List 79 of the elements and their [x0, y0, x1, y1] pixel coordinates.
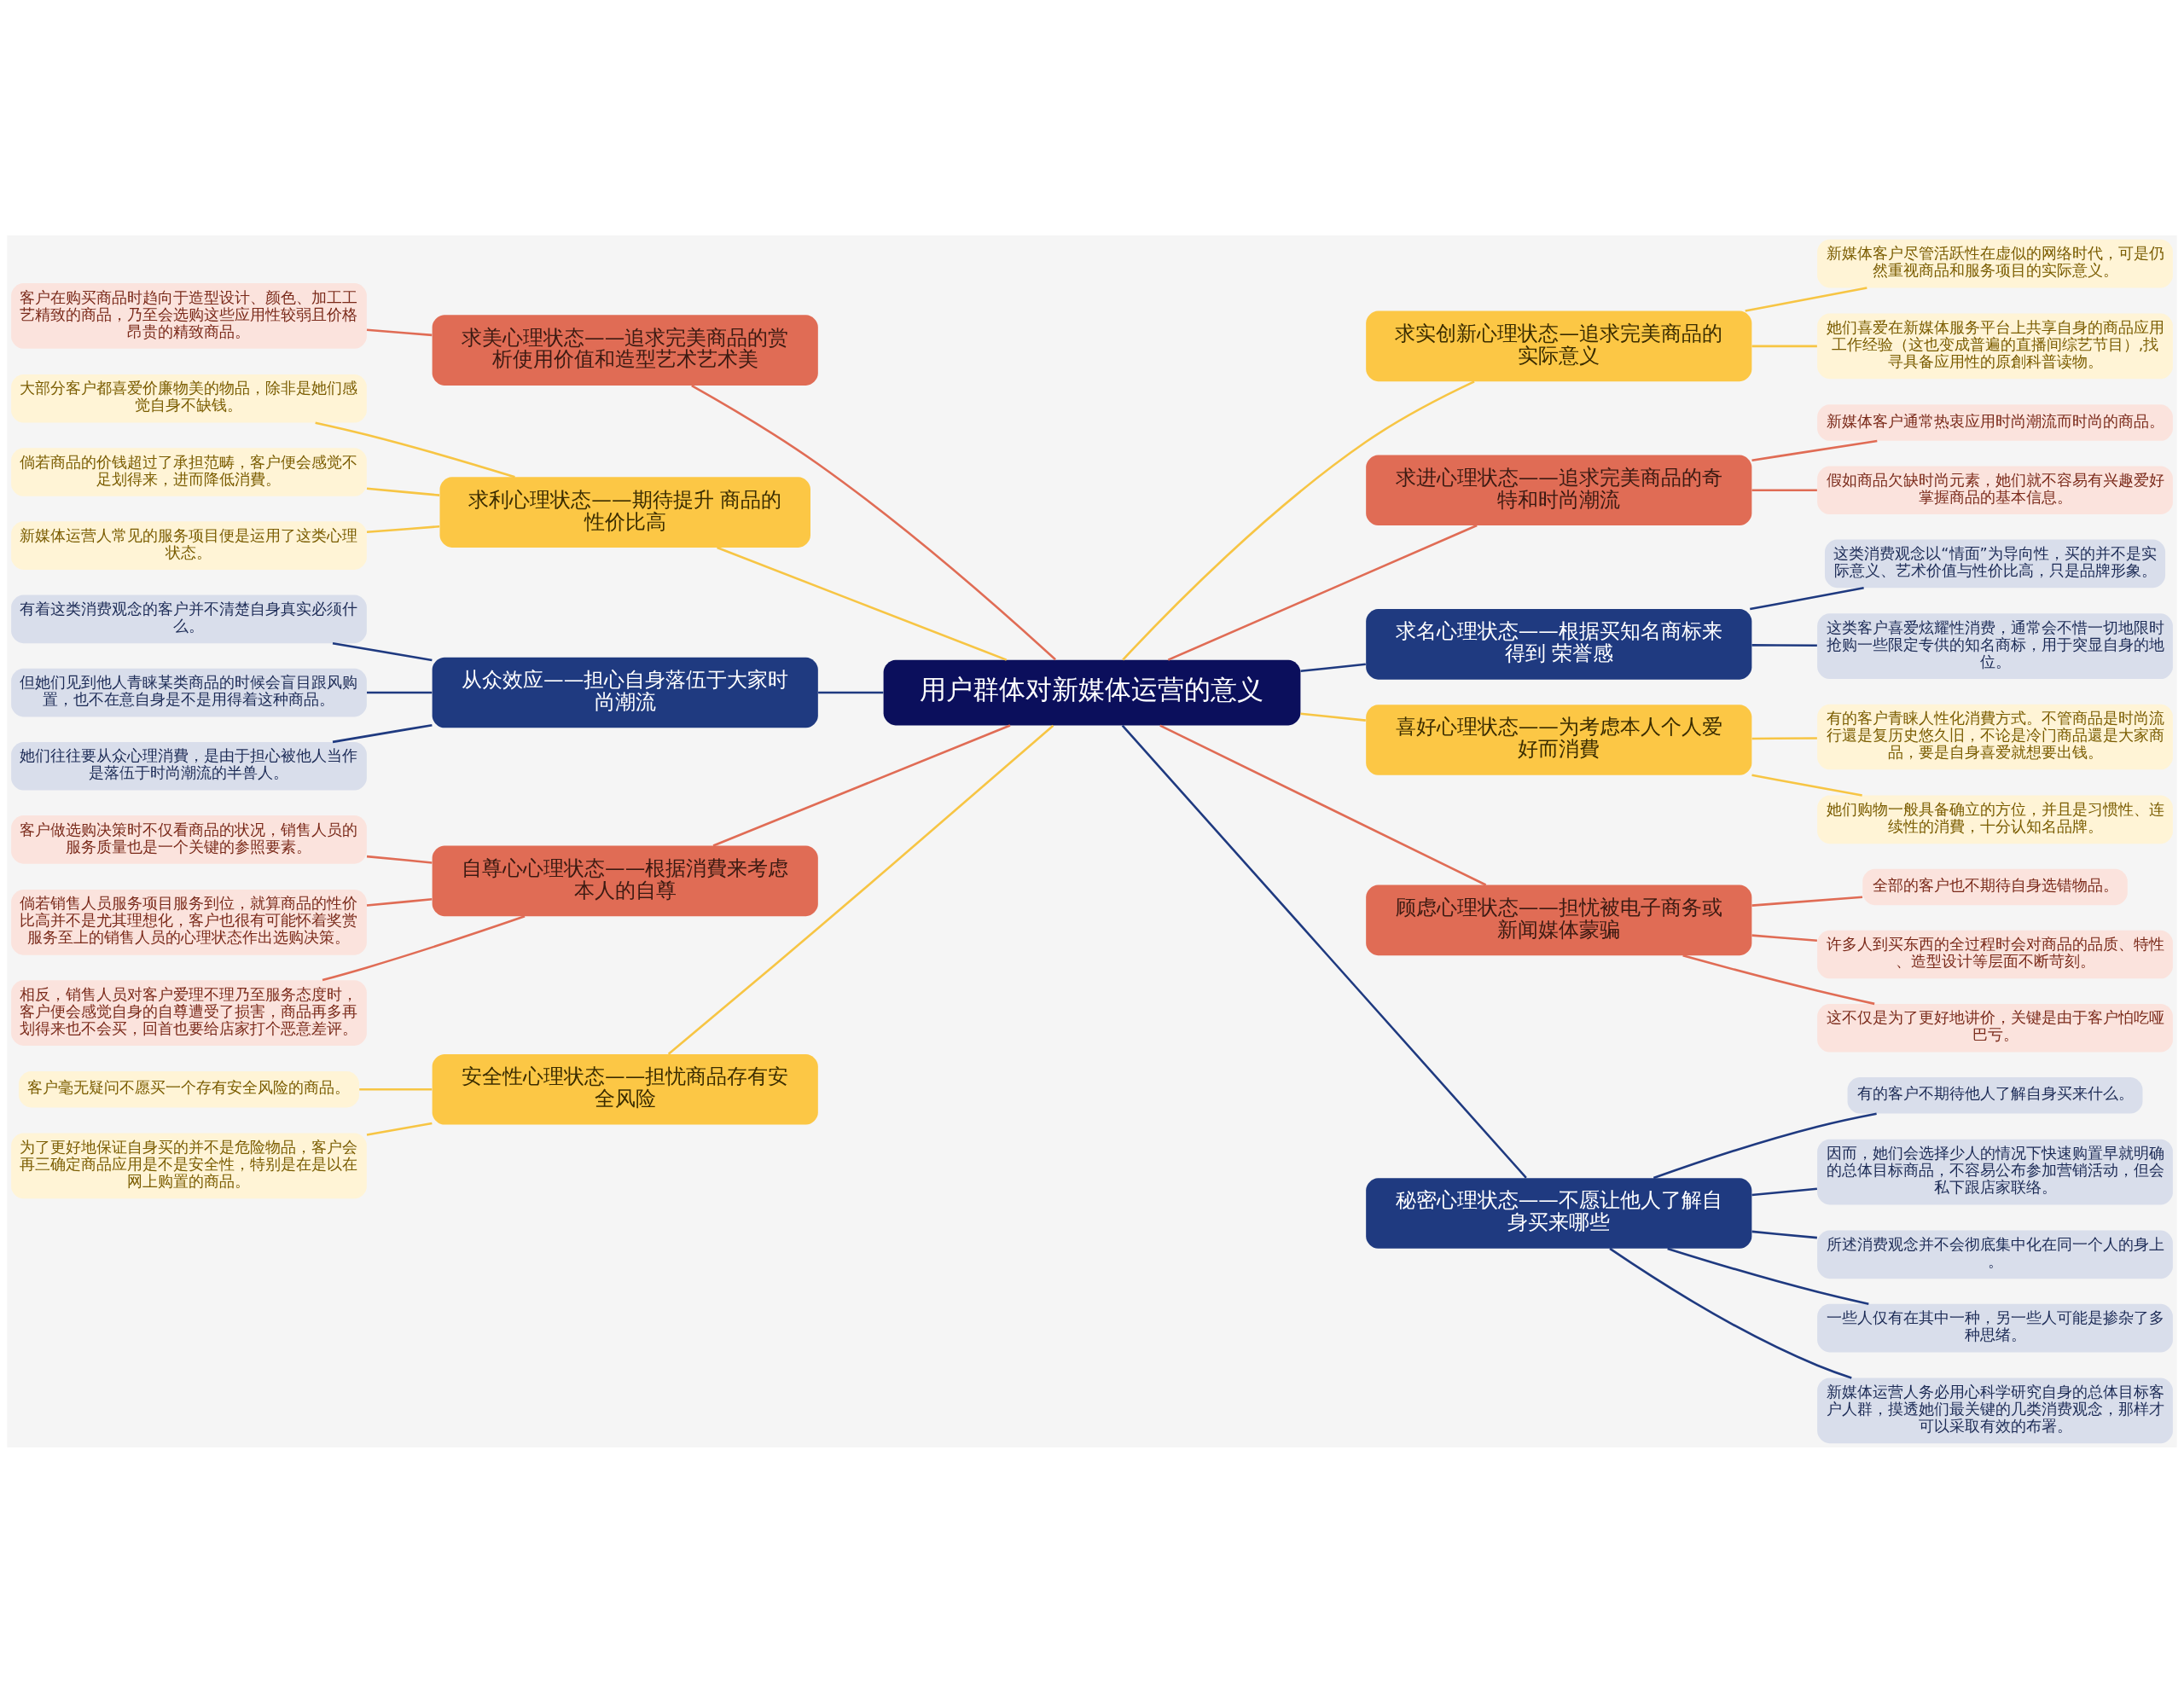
node-box: 客户毫无疑问不愿买一个存有安全风险的商品。: [18, 1070, 359, 1107]
node-box: 因而，她们会选择少人的情况下快速购置早就明确的总体目标商品，不容易公布参加营销活动，但会私下跟店家联络。: [1817, 1139, 2173, 1204]
connector: [1167, 524, 1478, 661]
node-box: 大部分客户都喜爱价廉物美的物品，除非是她们感觉自身不缺钱。: [11, 374, 367, 423]
connector: [667, 724, 1054, 1055]
node-box: 这类客户喜爱炫耀性消费，通常会不惜一切地限时抢购一些限定专供的知名商标，用于突显自身的地位。: [1817, 612, 2173, 679]
node-box: 有的客户青睐人性化消費方式。不管商品是时尚流行還是复历史悠久旧，不论是冷门商品還是大家商品，要是自身喜爱就想要出钱。: [1817, 704, 2173, 769]
connector: [1653, 1111, 1877, 1179]
node-box: 有着这类消费观念的客户并不清楚自身真实必须什么。: [11, 594, 367, 643]
node-box: 假如商品欠缺时尚元素，她们就不容易有兴趣爱好掌握商品的基本信息。: [1817, 465, 2173, 514]
node-box: 求利心理状态——期待提升 商品的性价比高: [439, 476, 810, 548]
connector: [1751, 736, 1817, 740]
connector: [1751, 345, 1817, 347]
connector: [322, 914, 526, 981]
node-box: 全部的客户也不期待自身选错物品。: [1862, 868, 2128, 905]
connector: [1751, 1187, 1817, 1196]
node-box: 求进心理状态——追求完美商品的奇特和时尚潮流: [1366, 454, 1752, 525]
node-box: 有的客户不期待他人了解自身买来什么。: [1847, 1076, 2143, 1114]
node-box: 从众效应——担心自身落伍于大家时尚潮流: [432, 657, 818, 728]
connector: [1300, 663, 1366, 672]
node-box: 顾虑心理状态——担忧被电子商务或新闻媒体蒙骗: [1366, 884, 1752, 955]
connector: [366, 486, 440, 496]
connector: [717, 546, 1008, 661]
connector: [367, 691, 433, 693]
node-box: 她们喜爱在新媒体服务平台上共享自身的商品应用工作经验（这也变成普遍的直播间综艺节目）,找寻具备应用性的原創科普读物。: [1817, 313, 2173, 379]
connector: [366, 525, 440, 533]
connector: [1751, 1230, 1817, 1238]
connector: [1122, 380, 1475, 660]
node-box: 这类消费观念以“情面”为导向性，买的并不是实际意义、艺术价值与性价比高，只是品牌形象。: [1825, 539, 2166, 588]
connector: [1750, 586, 1864, 610]
connector: [315, 420, 515, 478]
connector: [366, 897, 433, 907]
node-box: 许多人到买东西的全过程时会对商品的品质、特性、造型设计等层面不断苛刻。: [1817, 930, 2173, 978]
connector: [1745, 286, 1867, 312]
node-box: 求实创新心理状态—追求完美商品的实际意义: [1366, 310, 1752, 381]
node-box: 倘若商品的价钱超过了承担范畴，客户便会感觉不足划得来，进而降低消費。: [11, 447, 367, 496]
node-box: 安全性心理状态——担忧商品存有安全风险: [432, 1053, 818, 1125]
connector: [1751, 933, 1817, 942]
node-box: 求美心理状态——追求完美商品的赏析使用价值和造型艺术艺术美: [432, 314, 818, 386]
connector: [332, 641, 433, 661]
node-box: 客户做选购决策时不仅看商品的状况，销售人员的服务质量也是一个关键的参照要素。: [11, 815, 367, 864]
node-box: 用户群体对新媒体运营的意义: [883, 659, 1301, 725]
node-box: 自尊心心理状态——根据消費来考虑本人的自尊: [432, 845, 818, 916]
node-box: 她们往往要从众心理消費，是由于担心被他人当作是落伍于时尚潮流的半兽人。: [11, 741, 367, 791]
connector: [691, 384, 1056, 660]
node-box: 为了更好地保证自身买的并不是危险物品，客户会再三确定商品应用是不是安全性，特别是在是以在网上购置的商品。: [11, 1133, 367, 1198]
connector: [1609, 1247, 1852, 1379]
connector: [366, 855, 433, 864]
node-box: 倘若销售人员服务项目服务到位，就算商品的性价比高并不是尤其理想化，客户也很有可能怀着奖赏服务至上的销售人员的心理状态作出选购决策。: [11, 889, 367, 955]
node-box: 这不仅是为了更好地讲价，关键是由于客户怕吃哑巴亏。: [1817, 1003, 2173, 1053]
connector: [1751, 439, 1878, 461]
node-box: 但她们见到他人青睐某类商品的时候会盲目跟风购置，也不在意自身是不是用得着这种商品。: [11, 668, 367, 716]
connector: [1682, 954, 1875, 1005]
connector: [1751, 774, 1862, 797]
node-box: 秘密心理状态——不愿让他人了解自身买来哪些: [1366, 1177, 1752, 1249]
connector: [366, 1122, 433, 1136]
node-box: 喜好心理状态——为考虑本人个人爱好而消費: [1366, 704, 1752, 775]
node-box: 新媒体运营人常见的服务项目便是运用了这类心理状态。: [11, 520, 367, 570]
connector: [1121, 724, 1527, 1179]
connector: [1667, 1247, 1869, 1305]
connector: [332, 723, 433, 743]
connector: [359, 1088, 433, 1091]
node-box: 相反，销售人员对客户爱理不理乃至服务态度时，客户便会感觉自身的自尊遭受了损害，商品再多再划得来也不会买，回首也要给店家打个恶意差评。: [11, 979, 367, 1046]
node-box: 客户在购买商品时趋向于造型设计、颜色、加工工艺精致的商品，乃至会选购这些应用性较弱且价格昂贵的精致商品。: [11, 282, 367, 349]
node-box: 她们购物一般具备确立的方位，并且是习惯性、连续性的消費，十分认知名品牌。: [1817, 795, 2173, 844]
connector: [1300, 712, 1366, 722]
connector: [1751, 643, 1817, 647]
connector: [1751, 895, 1863, 907]
connector: [1159, 723, 1487, 886]
connector: [1751, 488, 1817, 491]
connector: [366, 328, 433, 336]
node-box: 所述消费观念并不会彻底集中化在同一个人的身上。: [1817, 1230, 2173, 1279]
node-box: 新媒体客户通常热衷应用时尚潮流而时尚的商品。: [1817, 403, 2173, 441]
node-box: 新媒体运营人务必用心科学研究自身的总体目标客户人群，摸透她们最关键的几类消费观念，那样才可以采取有效的布署。: [1817, 1378, 2173, 1443]
connector: [818, 691, 884, 693]
node-box: 一些人仅有在其中一种，另一些人可能是掺杂了多种思绪。: [1817, 1303, 2173, 1352]
node-box: 求名心理状态——根据买知名商标来得到 荣誉感: [1366, 608, 1752, 680]
node-box: 新媒体客户尽管活跃性在虚似的网络时代，可是仍然重视商品和服务项目的实际意义。: [1817, 239, 2173, 287]
connector: [712, 723, 1011, 847]
